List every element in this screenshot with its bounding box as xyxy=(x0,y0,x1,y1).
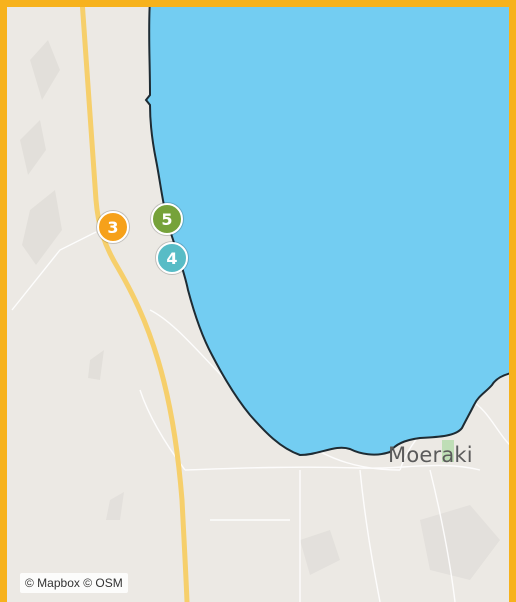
map-attribution[interactable]: © Mapbox © OSM xyxy=(20,573,128,593)
place-label-moeraki: Moeraki xyxy=(388,443,473,467)
terrain-shading xyxy=(20,40,500,580)
park-patch xyxy=(442,440,454,462)
highway xyxy=(79,7,190,602)
sea-water xyxy=(146,7,509,455)
map-marker-3[interactable]: 3 xyxy=(97,211,129,243)
coastline xyxy=(144,7,509,457)
map-marker-4[interactable]: 4 xyxy=(156,242,188,274)
map-marker-5[interactable]: 5 xyxy=(151,203,183,235)
